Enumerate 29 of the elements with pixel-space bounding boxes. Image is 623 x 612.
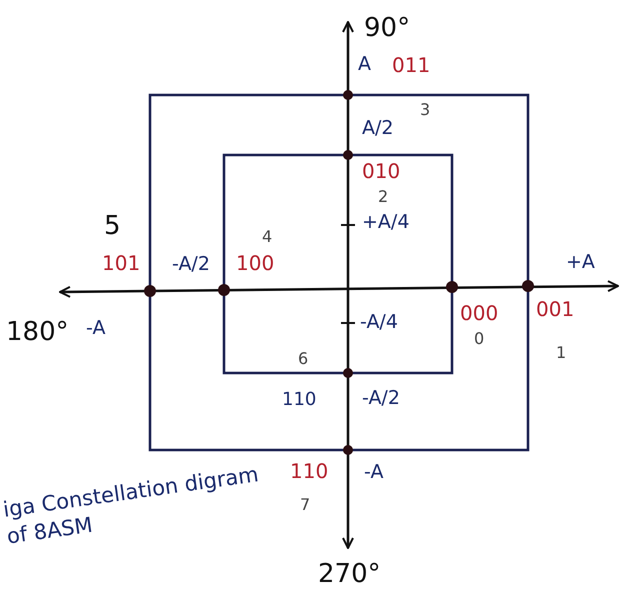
symbol-number: 5	[104, 212, 121, 241]
symbol-number: 1	[556, 344, 566, 362]
symbol-number: 4	[262, 228, 272, 246]
symbol-number: 0	[474, 330, 484, 348]
symbol-number: 2	[378, 188, 388, 206]
amplitude-label: -A	[364, 462, 384, 483]
amplitude-label: -A/2	[172, 254, 210, 275]
amplitude-label: A/2	[362, 118, 394, 139]
amplitude-label: -A/2	[362, 388, 400, 409]
bit-code: 000	[460, 302, 498, 324]
bit-code: 001	[536, 298, 574, 320]
symbol-number: 7	[300, 496, 310, 514]
bit-code: 011	[392, 54, 430, 76]
bit-code: 101	[102, 252, 140, 274]
symbol-number: 3	[420, 101, 430, 119]
angle-label: 90°	[364, 14, 410, 43]
amplitude-label: +A	[566, 252, 595, 273]
bit-code: 110	[290, 460, 328, 482]
amplitude-label: +A/4	[362, 212, 410, 233]
amplitude-label: A	[358, 54, 371, 75]
bit-code: 100	[236, 252, 274, 274]
caption: iga Constellation digram of 8ASM	[2, 461, 262, 551]
amplitude-label: -A	[86, 318, 106, 339]
symbol-number: 6	[298, 350, 308, 368]
amplitude-label: -A/4	[360, 312, 398, 333]
angle-label: 180°	[6, 318, 69, 347]
bit-code: 110	[282, 390, 316, 410]
bit-code: 010	[362, 160, 400, 182]
angle-label: 270°	[318, 560, 381, 589]
